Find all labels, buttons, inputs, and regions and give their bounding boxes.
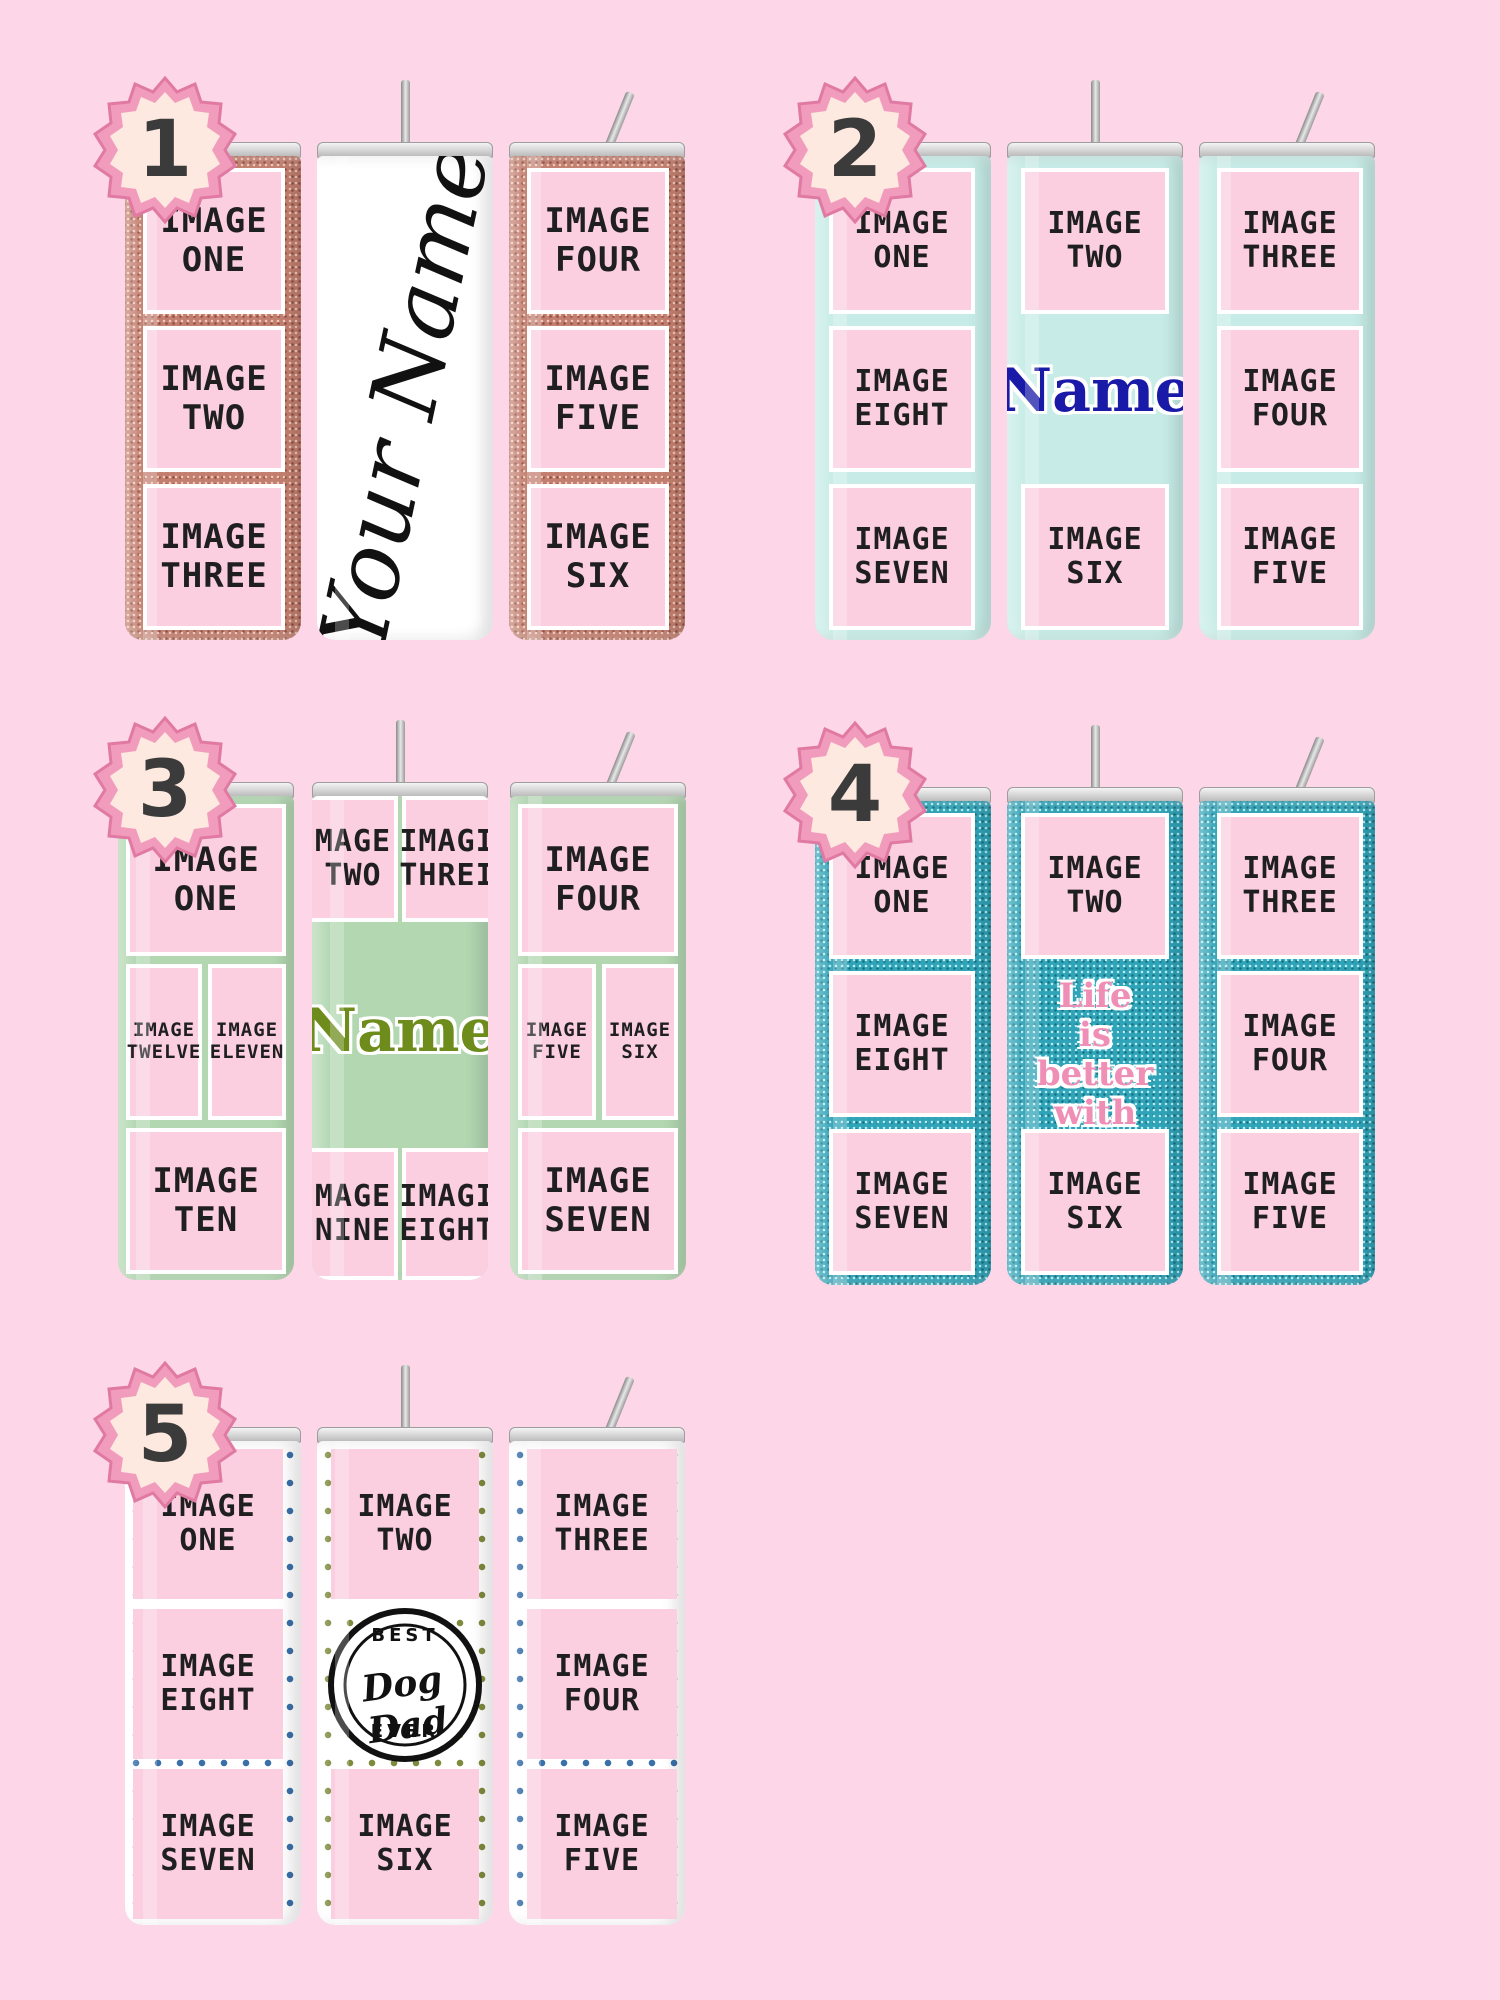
image-slot: IMAGE SIX (602, 964, 678, 1120)
tumbler-center: IMAGE TWO Name IMAGE SIX (1007, 80, 1183, 660)
name-text: Name (1007, 356, 1183, 426)
image-slot: IMAGE TWO (143, 326, 285, 472)
tumbler-body: IMAGE TWO Name IMAGE SIX (1007, 156, 1183, 640)
tumbler-center: MAGE TWO IMAGI THREI Name MAGE NINE IMAG… (312, 720, 488, 1300)
design-set-2: 2 IMAGE ONE IMAGE EIGHT IMAGE SEVEN IMAG… (782, 75, 1415, 680)
tumbler-right: IMAGE FOUR IMAGE FIVE IMAGE SIX IMAGE SE… (510, 720, 686, 1300)
tumbler-left: IMAGE ONE IMAGE EIGHT IMAGE SEVEN (815, 725, 991, 1305)
image-slot: IMAGE THREE (1217, 813, 1363, 959)
tumbler-right: IMAGE THREE IMAGE FOUR IMAGE FIVE (509, 1365, 685, 1945)
image-slot: IMAGE FIVE (518, 964, 596, 1120)
image-slot: IMAGE FIVE (1217, 1129, 1363, 1275)
image-slot: IMAGE FOUR (518, 804, 678, 956)
tumbler-body: IMAGE TWO Life is better with my dog IMA… (1007, 801, 1183, 1285)
number-badge: 1 (85, 70, 245, 230)
badge-number: 2 (827, 105, 883, 195)
image-slot: IMAGE SEVEN (133, 1769, 283, 1919)
design-set-4: 4 IMAGE ONE IMAGE EIGHT IMAGE SEVEN IMAG… (782, 720, 1415, 1325)
tumbler-center: IMAGE TWO BEST Dog Dad EVER IMAGE SIX (317, 1365, 493, 1945)
tumbler-body: IMAGE FOUR IMAGE FIVE IMAGE SIX (509, 156, 685, 640)
image-slot: IMAGE FOUR (527, 1609, 677, 1759)
image-slot: IMAGE THREE (143, 484, 285, 630)
scalloped-badge-icon (782, 720, 928, 870)
image-slot: IMAGE SIX (1021, 1129, 1169, 1275)
number-badge: 5 (85, 1355, 245, 1515)
image-slot: IMAGI THREI (399, 796, 488, 922)
image-slot: IMAGE TWELVE (126, 964, 202, 1120)
image-slot: IMAGE SIX (331, 1769, 479, 1919)
image-slot: IMAGE FIVE (527, 326, 669, 472)
image-slot: IMAGI EIGHT (399, 1148, 488, 1280)
image-slot: IMAGE SIX (527, 484, 669, 630)
tumbler-body: IMAGE THREE IMAGE FOUR IMAGE FIVE (1199, 156, 1375, 640)
image-slot: IMAGE EIGHT (133, 1609, 283, 1759)
image-slot: IMAGE FOUR (1217, 971, 1363, 1117)
image-slot: IMAGE TEN (126, 1128, 286, 1274)
image-slot: IMAGE ELEVEN (208, 964, 286, 1120)
tumbler-body: IMAGE THREE IMAGE FOUR IMAGE FIVE (509, 1441, 685, 1925)
image-slot: IMAGE FOUR (1217, 326, 1363, 472)
image-slot: IMAGE SIX (1021, 484, 1169, 630)
scalloped-badge-icon (92, 715, 238, 865)
image-slot: IMAGE TWO (331, 1449, 479, 1599)
name-text: Name (312, 996, 488, 1066)
badge-number: 4 (827, 750, 883, 840)
badge-number: 3 (137, 745, 193, 835)
image-slot: IMAGE SEVEN (829, 484, 975, 630)
seal-bottom-text: EVER (370, 1721, 440, 1742)
scalloped-badge-icon (782, 75, 928, 225)
image-slot: IMAGE EIGHT (829, 971, 975, 1117)
image-slot: IMAGE SEVEN (518, 1128, 678, 1274)
tumbler-body: IMAGE THREE IMAGE FOUR IMAGE FIVE (1199, 801, 1375, 1285)
image-slot: IMAGE SEVEN (829, 1129, 975, 1275)
image-slot: IMAGE TWO (1021, 813, 1169, 959)
image-slot: IMAGE FOUR (527, 168, 669, 314)
image-slot: IMAGE FIVE (527, 1769, 677, 1919)
design-set-3: 3 IMAGE ONE IMAGE TWELVE IMAGE ELEVEN IM… (92, 715, 718, 1320)
number-badge: 3 (85, 710, 245, 870)
tumbler-body: MAGE TWO IMAGI THREI Name MAGE NINE IMAG… (312, 796, 488, 1280)
seal-badge-icon (328, 1608, 482, 1762)
badge-number: 5 (137, 1390, 193, 1480)
image-slot: MAGE TWO (312, 796, 398, 922)
tumbler-body: IMAGE FOUR IMAGE FIVE IMAGE SIX IMAGE SE… (510, 796, 686, 1280)
seal-top-text: BEST (371, 1625, 439, 1646)
scalloped-badge-icon (92, 75, 238, 225)
tumbler-body: IMAGE TWO BEST Dog Dad EVER IMAGE SIX (317, 1441, 493, 1925)
image-slot: MAGE NINE (312, 1148, 398, 1280)
tumbler-right: IMAGE THREE IMAGE FOUR IMAGE FIVE (1199, 725, 1375, 1305)
tumbler-right: IMAGE FOUR IMAGE FIVE IMAGE SIX (509, 80, 685, 660)
tumbler-body: Your Name (317, 156, 493, 640)
image-slot: IMAGE THREE (527, 1449, 677, 1599)
name-script-text: Your Name (317, 156, 493, 640)
scalloped-badge-icon (92, 1360, 238, 1510)
number-badge: 2 (775, 70, 935, 230)
tumbler-center: Your Name (317, 80, 493, 660)
dog-dad-seal: BEST Dog Dad EVER (327, 1607, 483, 1763)
design-set-1: 1 IMAGE ONE IMAGE TWO IMAGE THREE Your N… (92, 75, 725, 680)
image-slot: IMAGE TWO (1021, 168, 1169, 314)
tumbler-body: IMAGE ONE IMAGE EIGHT IMAGE SEVEN (815, 801, 991, 1285)
image-slot: IMAGE EIGHT (829, 326, 975, 472)
badge-number: 1 (137, 105, 193, 195)
image-slot: IMAGE THREE (1217, 168, 1363, 314)
tumbler-center: IMAGE TWO Life is better with my dog IMA… (1007, 725, 1183, 1305)
image-slot: IMAGE FIVE (1217, 484, 1363, 630)
tumbler-right: IMAGE THREE IMAGE FOUR IMAGE FIVE (1199, 80, 1375, 660)
design-set-5: 5 IMAGE ONE IMAGE EIGHT IMAGE SEVEN IMAG… (92, 1360, 725, 1965)
number-badge: 4 (775, 715, 935, 875)
